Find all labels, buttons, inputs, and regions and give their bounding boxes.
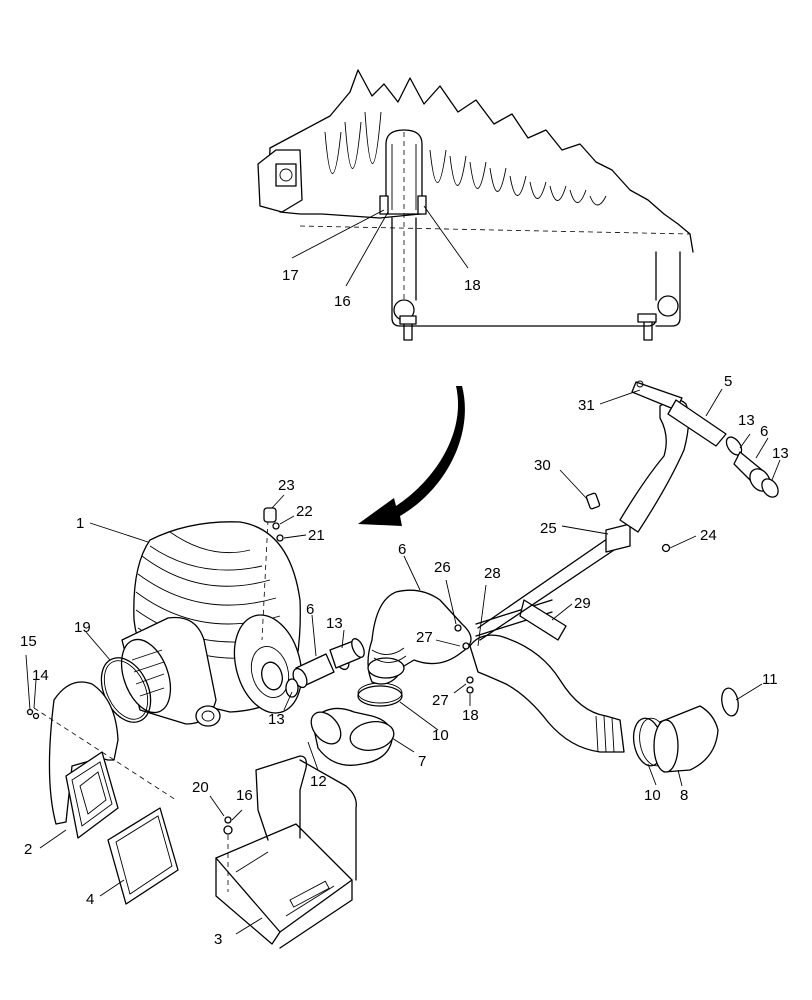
callout-5: 5 [724,373,732,390]
gasket [99,807,179,905]
callout-12: 12 [310,773,327,790]
callout-22: 22 [296,503,313,520]
callout-13-left: 13 [268,711,285,728]
callout-10-right: 10 [644,787,661,804]
callout-25: 25 [540,520,557,537]
callout-16-inset: 16 [334,293,351,310]
engine-inset-view [257,69,694,341]
air-cleaner-assembly [89,519,303,727]
callout-31: 31 [578,397,595,414]
short-hose [283,614,365,711]
callout-20: 20 [192,779,209,796]
callout-30: 30 [534,457,551,474]
callout-18: 18 [462,707,479,724]
view-direction-arrow [358,386,465,526]
callout-18-inset: 18 [464,277,481,294]
callout-28: 28 [484,565,501,582]
main-hose [367,555,472,685]
callout-6-left: 6 [306,601,314,618]
callout-13-right: 13 [772,445,789,462]
mounting-bracket [215,755,357,949]
charge-air-pipe [469,584,719,787]
callout-24: 24 [700,527,717,544]
callout-19: 19 [74,619,91,636]
callout-11: 11 [762,671,778,688]
callout-23: 23 [278,477,295,494]
support-rod [477,469,697,641]
callout-29: 29 [574,595,591,612]
callout-17: 17 [282,267,299,284]
callout-7: 6 [398,541,406,558]
callout-2: 2 [24,841,32,858]
callout-1: 1 [76,515,84,532]
pre-cleaner-duct [33,681,177,849]
screws [25,654,40,720]
callout-10-left: 10 [432,727,449,744]
callout-14: 14 [32,667,49,684]
callout-21: 21 [308,527,325,544]
callout-4: 4 [86,891,94,908]
elbow-hose [307,707,415,771]
callout-15: 15 [20,633,37,650]
callout-9: 8 [680,787,688,804]
callout-6-right: 6 [760,423,768,440]
hose-bracket [435,579,474,706]
callout-16: 16 [236,787,253,804]
callout-13-mid: 13 [326,615,343,632]
callout-3: 3 [214,931,222,948]
callout-8: 7 [418,753,426,770]
fittings [263,494,307,542]
callout-27-bottom: 27 [432,692,449,709]
bracket-bolt [209,795,243,835]
callout-26: 26 [434,559,451,576]
callout-labels: 17 16 18 5 31 13 6 13 30 23 22 1 25 21 2… [20,267,789,948]
callout-27-top: 27 [416,629,433,646]
upper-tube [599,380,781,533]
callout-13-top: 13 [738,412,755,429]
